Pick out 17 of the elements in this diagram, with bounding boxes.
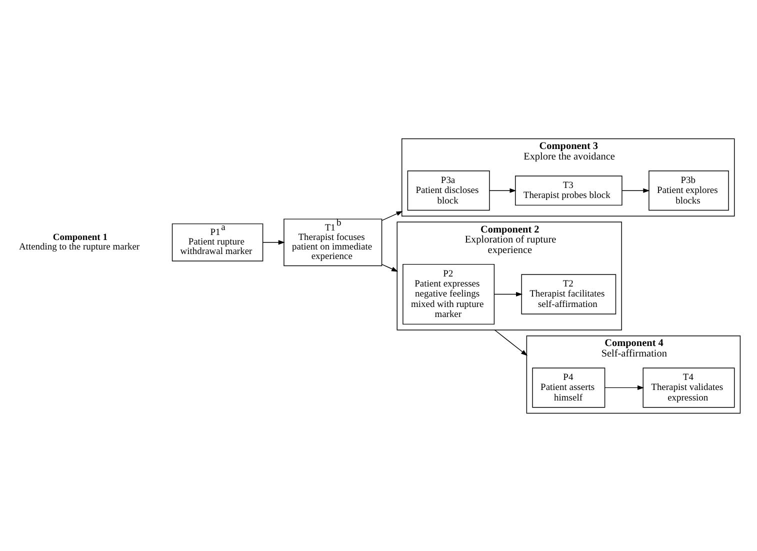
- arrow: [382, 264, 398, 272]
- node-box: T4 Therapist validates expression: [642, 367, 735, 408]
- arrow: [262, 240, 285, 244]
- node-box: T2 Therapist facilitates self-affirmation: [521, 274, 616, 314]
- node-box: P4 Patient asserts himself: [532, 367, 606, 408]
- arrow: [494, 329, 528, 356]
- node-box: P3b Patient explores blocks: [648, 170, 729, 210]
- arrow: [489, 188, 516, 192]
- label: Component 1: [52, 232, 108, 242]
- arrow: [494, 291, 523, 296]
- node-box: P3a Patient discloses block: [407, 170, 490, 210]
- arrow: [604, 384, 644, 390]
- node-box: T3 Therapist probes block: [515, 175, 622, 206]
- node-box: P2 Patient expresses negative feelings mixed with rupture marker: [402, 263, 495, 324]
- arrow: [622, 188, 650, 192]
- arrow: [382, 210, 403, 220]
- label: Attending to the rupture marker: [18, 242, 140, 252]
